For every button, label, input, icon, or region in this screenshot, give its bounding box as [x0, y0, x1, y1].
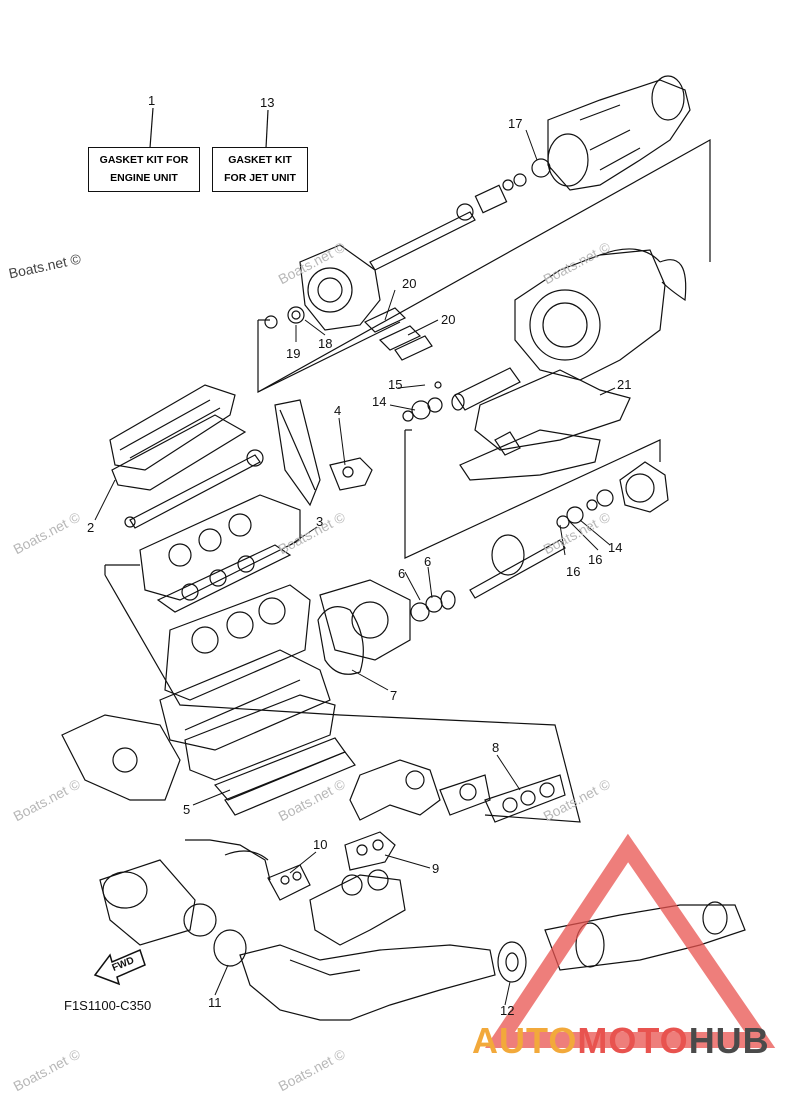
- callout-12: 12: [500, 1003, 515, 1018]
- cylinder-block: [164, 584, 311, 701]
- tensioner-4: [329, 457, 373, 491]
- flange-12: [497, 941, 527, 983]
- callout-9: 9: [432, 861, 440, 876]
- callout-8: 8: [492, 740, 500, 755]
- hose: [454, 367, 521, 411]
- automotohub-brand: AUTOMOTOHUB: [472, 1020, 770, 1062]
- callout-14b: 14: [608, 540, 623, 555]
- seal-14a: [411, 400, 431, 420]
- diagram-code: F1S1100-C350: [64, 998, 152, 1013]
- seal-6a: [425, 595, 443, 613]
- gasket-7: [317, 606, 364, 675]
- callout-10: 10: [313, 837, 328, 852]
- ride-plate-21: [459, 369, 631, 481]
- lower-crankcase: [184, 694, 336, 781]
- callout-11: 11: [208, 995, 222, 1010]
- gasket-20b: [394, 335, 433, 361]
- crankcase: [159, 649, 331, 751]
- flywheel-cover: [61, 714, 181, 801]
- exhaust-pipe: [239, 944, 496, 1021]
- gasket-9: [344, 831, 396, 871]
- timing-chain: [274, 399, 321, 507]
- jet-gasket-kit-label: GASKET KIT FOR JET UNIT: [212, 147, 308, 192]
- jet-kit-line1: GASKET KIT: [228, 154, 292, 166]
- callout-4: 4: [334, 403, 342, 418]
- callout-15: 15: [388, 377, 403, 392]
- exhaust-elbow: [309, 869, 406, 946]
- callout-18: 18: [318, 336, 333, 351]
- callout-6b: 6: [424, 554, 432, 569]
- callout-21: 21: [617, 377, 632, 392]
- cylinder-head-cover: [109, 384, 236, 471]
- brand-part1: AUTO: [472, 1020, 578, 1061]
- engine-kit-line1: GASKET KIT FOR: [99, 154, 189, 166]
- callout-1: 1: [148, 93, 156, 108]
- drive-shaft-upper: [369, 184, 508, 271]
- pump-body: [514, 248, 687, 381]
- exhaust-hose-right: [544, 901, 746, 971]
- seal-14b: [566, 506, 584, 524]
- callout-6a: 6: [398, 566, 406, 581]
- engine-gasket-kit-label: GASKET KIT FOR ENGINE UNIT: [88, 147, 200, 192]
- callout-20a: 20: [402, 276, 417, 291]
- o-ring-17: [531, 158, 551, 178]
- engine-kit-line2: ENGINE UNIT: [110, 172, 178, 184]
- callout-20b: 20: [441, 312, 456, 327]
- fwd-arrow-icon: [93, 948, 146, 986]
- cylinder-head: [139, 494, 301, 601]
- callout-13: 13: [260, 95, 275, 110]
- jet-pump-housing-top: [547, 75, 691, 191]
- jet-kit-line2: FOR JET UNIT: [224, 172, 296, 184]
- brand-part2: MOTO: [577, 1020, 689, 1061]
- callout-5: 5: [183, 802, 191, 817]
- exhaust-manifold: [349, 759, 491, 821]
- bearing-housing: [619, 461, 669, 513]
- seal-6b: [410, 602, 430, 622]
- callout-14a: 14: [372, 394, 387, 409]
- brand-part3: HUB: [688, 1020, 770, 1061]
- callout-7: 7: [390, 688, 398, 703]
- stator-cover: [319, 579, 411, 661]
- intermediate-housing: [299, 244, 381, 331]
- callout-19: 19: [286, 346, 301, 361]
- callout-16b: 16: [588, 552, 603, 567]
- callout-2: 2: [87, 520, 95, 535]
- seal-19: [264, 315, 278, 329]
- water-lock-muffler: [99, 859, 196, 946]
- exhaust-gasket-8: [484, 774, 566, 823]
- seal-18: [287, 306, 305, 324]
- camshaft: [124, 449, 264, 529]
- drive-shaft-lower: [440, 534, 566, 610]
- gasket-10: [267, 864, 311, 901]
- callout-16a: 16: [566, 564, 581, 579]
- automotohub-logo-mark: [485, 833, 776, 1048]
- callout-17: 17: [508, 116, 523, 131]
- callout-3: 3: [316, 514, 324, 529]
- head-cover-gasket-2: [111, 414, 247, 491]
- gasket-11: [213, 929, 247, 967]
- gasket-20a: [363, 307, 407, 333]
- head-gasket-3: [156, 544, 292, 613]
